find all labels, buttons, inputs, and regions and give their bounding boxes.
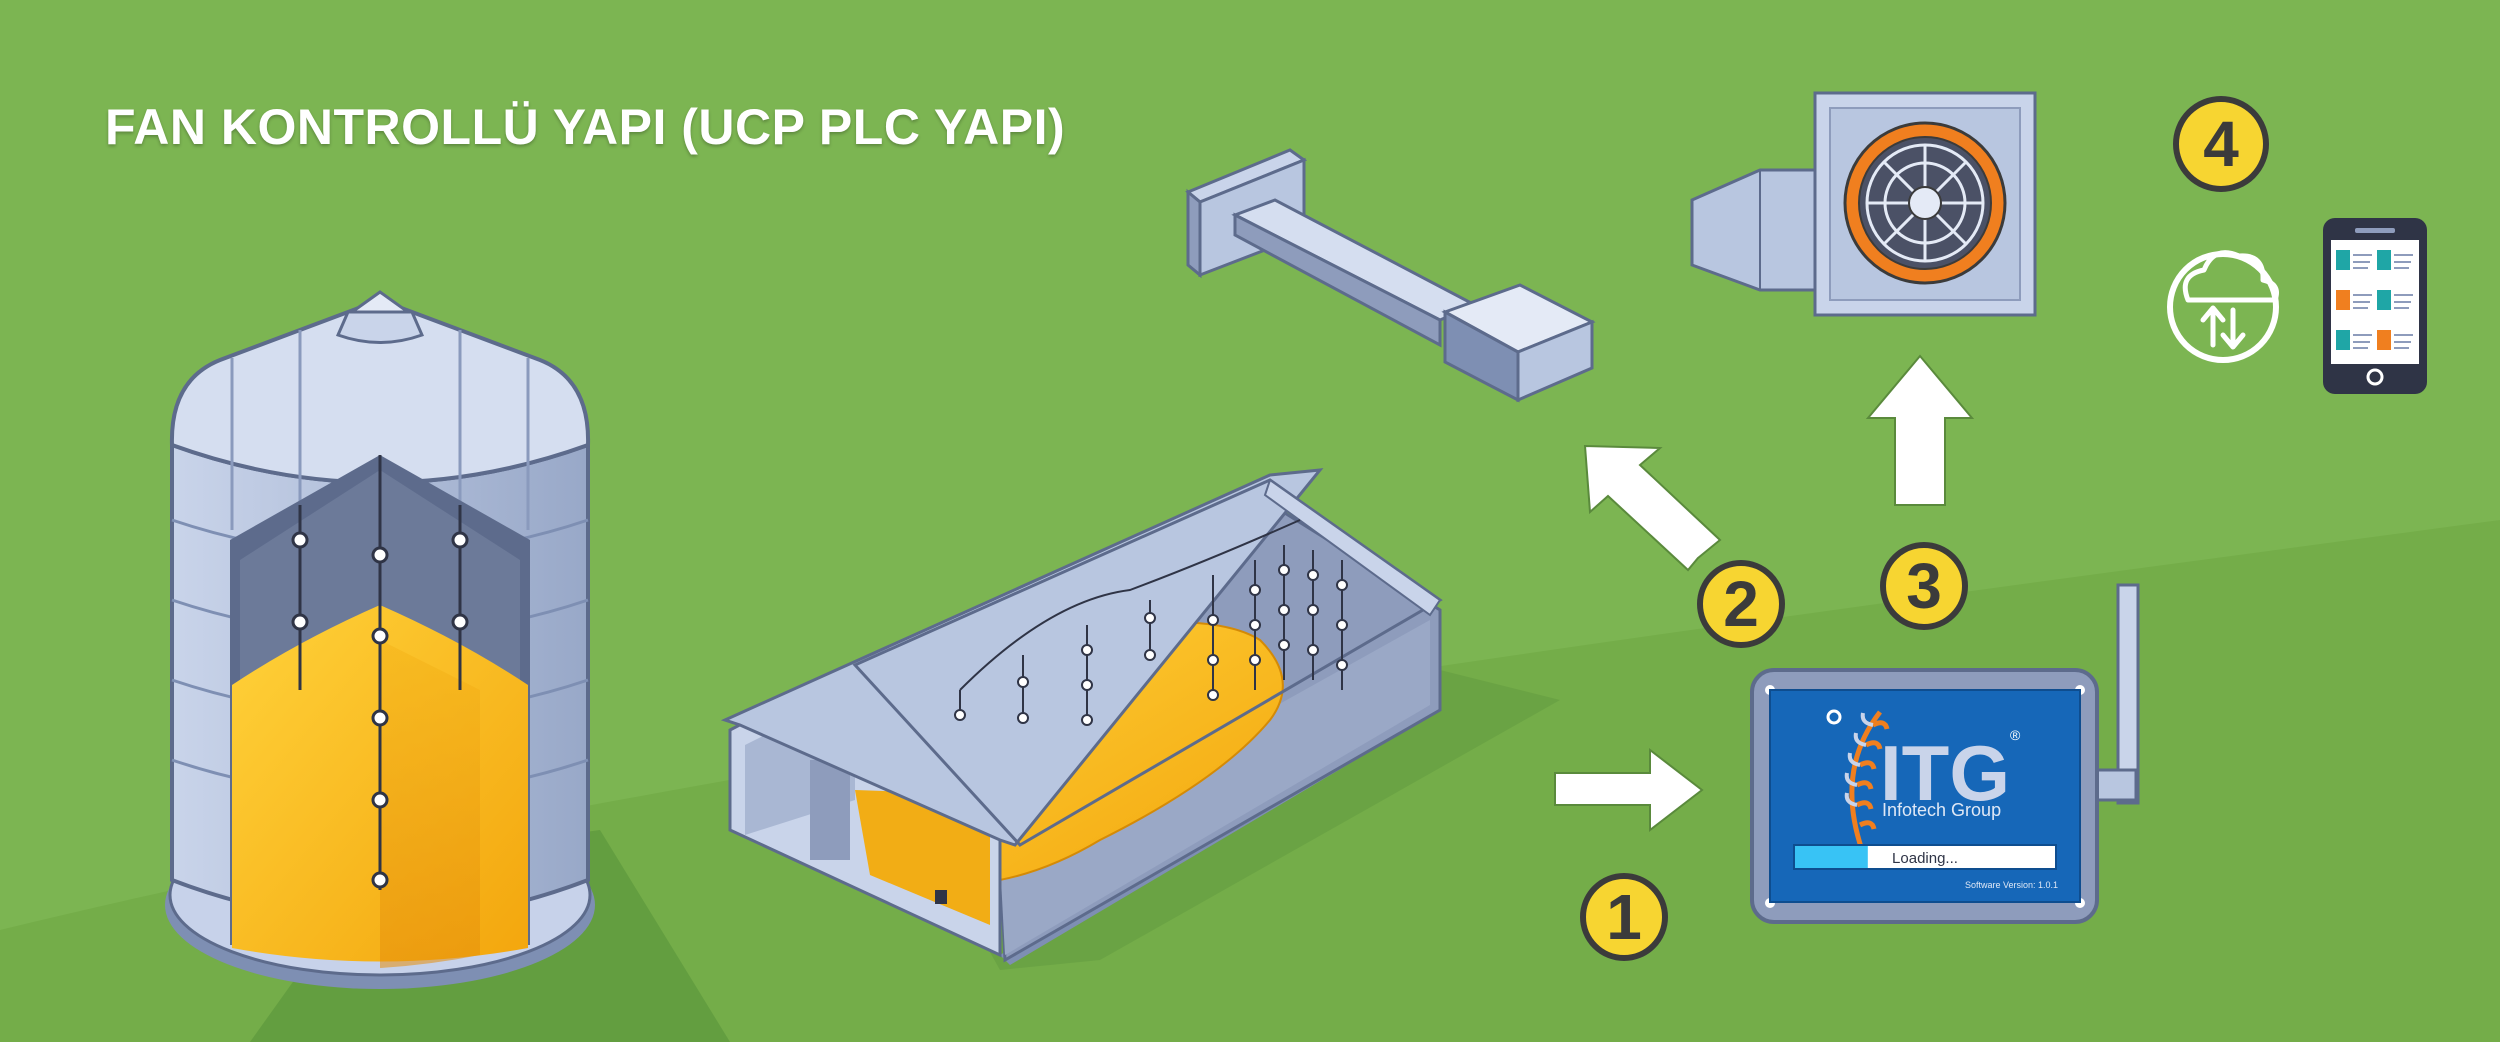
loading-text: Loading... xyxy=(1892,850,1958,867)
fan-icon xyxy=(1690,91,2037,317)
software-version: Software Version: 1.0.1 xyxy=(1965,880,2058,890)
plc-device: ITG ® Infotech Group Loading... Software… xyxy=(1750,583,2140,924)
antenna-icon xyxy=(2094,583,2140,805)
loading-progress-fill xyxy=(1795,846,1868,868)
cloud-sync-icon xyxy=(2167,250,2279,363)
warehouse-icon xyxy=(720,468,1443,965)
loading-progress-bar: Loading... xyxy=(1793,844,2057,870)
arrow-right-icon xyxy=(1554,747,1704,833)
step-badge-4: 4 xyxy=(2173,96,2269,192)
silo-icon xyxy=(165,290,595,989)
duct-icon xyxy=(1185,148,1596,403)
arrow-up-left-icon xyxy=(1583,444,1722,572)
company-name: Infotech Group xyxy=(1882,800,2001,820)
page-title: FAN KONTROLLÜ YAPI (UCP PLC YAPI) xyxy=(105,99,1066,155)
brand-logo: ITG xyxy=(1880,729,2010,817)
step-badge-3: 3 xyxy=(1880,542,1968,630)
step-badge-1: 1 xyxy=(1580,873,1668,961)
wheat-icon xyxy=(1844,710,1890,851)
arrow-up-icon xyxy=(1865,354,1975,506)
smartphone-icon xyxy=(2323,218,2427,394)
step-badge-2: 2 xyxy=(1697,560,1785,648)
brand-registered-mark: ® xyxy=(2010,727,2021,743)
